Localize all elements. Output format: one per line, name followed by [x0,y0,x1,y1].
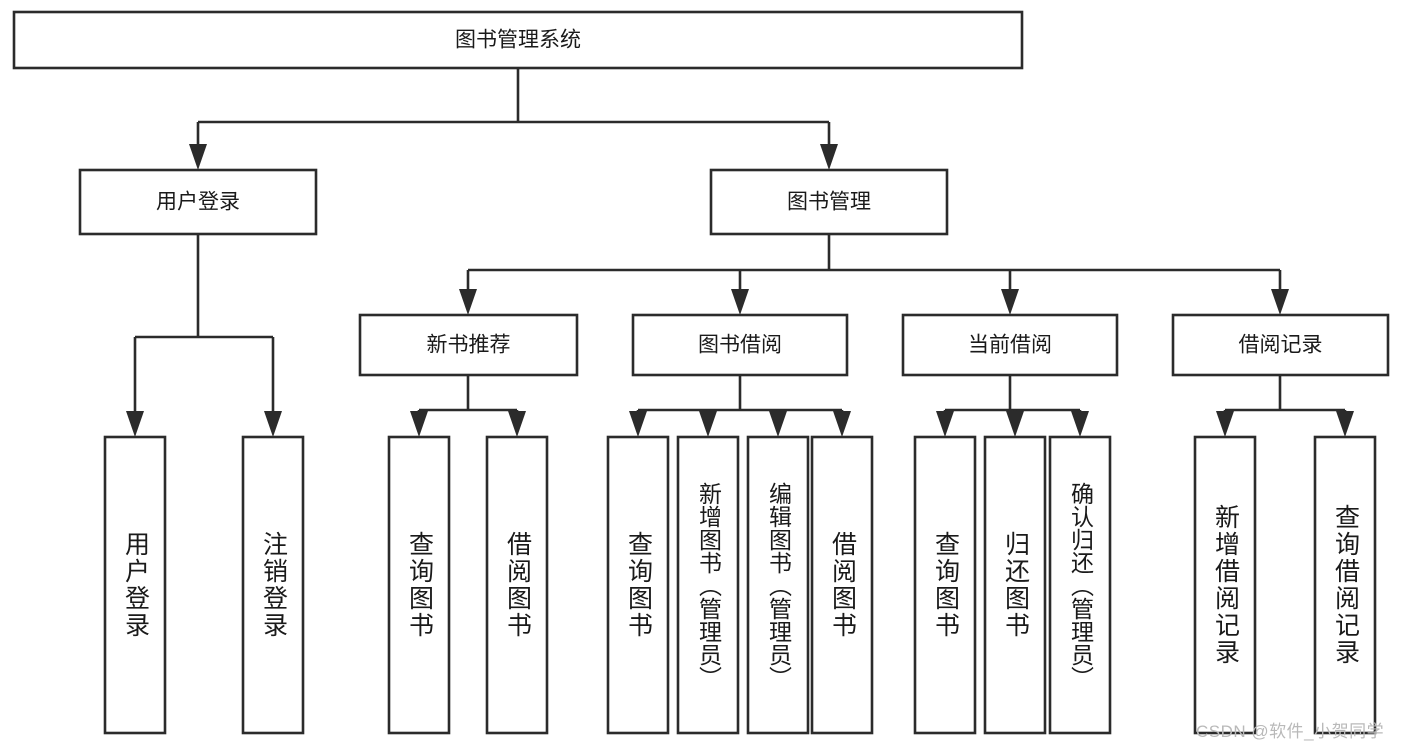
group-0-child-0-arrow-icon [410,411,428,437]
node-leaf-0[interactable] [103,435,167,735]
node-box[interactable] [103,435,167,735]
node-box[interactable] [746,435,810,735]
manage-drop-2-arrow-icon [1001,289,1019,315]
node-leaf-5[interactable] [676,435,740,735]
node-leaf-7[interactable] [810,435,874,735]
node-label: 用户登录 [156,191,240,214]
node-label: 新书推荐 [427,334,511,357]
node-box[interactable] [810,435,874,735]
group-1-child-0-arrow-icon [629,411,647,437]
manage-drop-3-arrow-icon [1271,289,1289,315]
node-box[interactable] [983,435,1047,735]
node-box[interactable] [606,435,670,735]
login-drop-1-arrow-icon [264,411,282,437]
node-label: 当前借阅 [968,334,1052,357]
node-level3-1[interactable]: 图书借阅 [631,313,849,377]
node-level3-0[interactable]: 新书推荐 [358,313,579,377]
node-level2-1[interactable]: 图书管理 [709,168,949,236]
node-box[interactable] [387,435,451,735]
node-box[interactable] [1048,435,1112,735]
node-leaf-4[interactable] [606,435,670,735]
node-level2-0[interactable]: 用户登录 [78,168,318,236]
group-1-child-2-arrow-icon [769,411,787,437]
group-1-child-1-arrow-icon [699,411,717,437]
group-2-child-1-arrow-icon [1006,411,1024,437]
node-leaf-10[interactable] [1048,435,1112,735]
node-leaf-12[interactable] [1313,435,1377,735]
root-drop-0-arrow-icon [189,144,207,170]
node-box[interactable] [485,435,549,735]
node-box[interactable] [241,435,305,735]
node-box[interactable] [913,435,977,735]
node-label: 图书管理 [787,191,871,214]
group-2-child-0-arrow-icon [936,411,954,437]
node-level3-3[interactable]: 借阅记录 [1171,313,1390,377]
manage-drop-1-arrow-icon [731,289,749,315]
node-box[interactable] [709,168,949,236]
group-1-child-3-arrow-icon [833,411,851,437]
node-leaf-9[interactable] [983,435,1047,735]
node-box[interactable] [358,313,579,377]
node-leaf-3[interactable] [485,435,549,735]
node-label: 图书管理系统 [455,29,581,52]
node-box[interactable] [1193,435,1257,735]
group-0-child-1-arrow-icon [508,411,526,437]
group-3-child-0-arrow-icon [1216,411,1234,437]
root-drop-1-arrow-icon [820,144,838,170]
connector-lines-layer [126,68,1354,437]
node-box[interactable] [12,10,1024,70]
node-box[interactable] [78,168,318,236]
node-leaf-6[interactable] [746,435,810,735]
node-box[interactable] [901,313,1119,377]
node-leaf-8[interactable] [913,435,977,735]
node-box[interactable] [676,435,740,735]
node-leaf-11[interactable] [1193,435,1257,735]
csdn-watermark: CSDN @软件_小贺同学 [1196,722,1385,741]
node-label: 图书借阅 [698,334,782,357]
manage-drop-0-arrow-icon [459,289,477,315]
node-root-0[interactable]: 图书管理系统 [12,10,1024,70]
node-label: 借阅记录 [1239,334,1323,357]
node-box[interactable] [1313,435,1377,735]
node-leaf-2[interactable] [387,435,451,735]
node-box[interactable] [1171,313,1390,377]
node-leaf-1[interactable] [241,435,305,735]
group-3-child-1-arrow-icon [1336,411,1354,437]
login-drop-0-arrow-icon [126,411,144,437]
group-2-child-2-arrow-icon [1071,411,1089,437]
node-level3-2[interactable]: 当前借阅 [901,313,1119,377]
node-box[interactable] [631,313,849,377]
